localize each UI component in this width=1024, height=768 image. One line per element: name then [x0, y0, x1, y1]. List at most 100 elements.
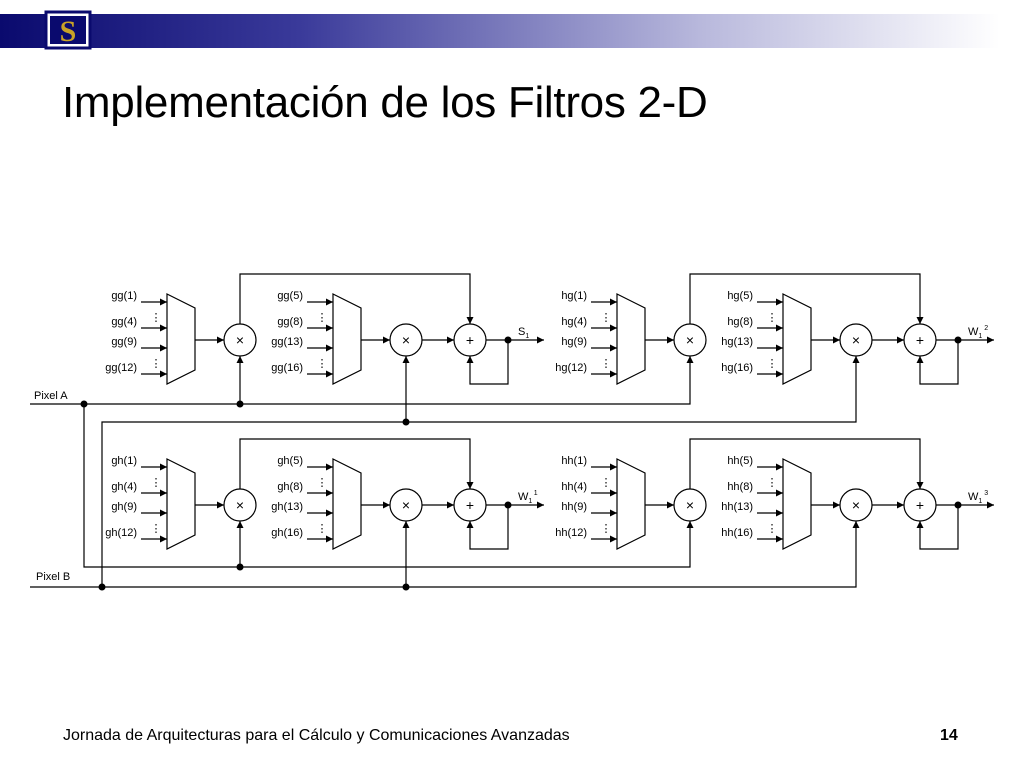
arrow-head [160, 344, 167, 352]
module-3-ellipsis: ⋮ [151, 523, 162, 535]
module-1-mux [166, 293, 196, 385]
module-1-adder-symbol: + [466, 332, 474, 348]
module-4-coef-label: hh(13) [721, 501, 753, 513]
arrow-head [402, 521, 410, 528]
arrow-head [916, 482, 924, 489]
arrow-head [160, 509, 167, 517]
module-1-coef-label: gg(12) [105, 362, 137, 374]
junction-dot [236, 400, 244, 408]
module-3-ellipsis: ⋮ [151, 477, 162, 489]
wire [919, 340, 959, 385]
module-4-ellipsis: ⋮ [601, 477, 612, 489]
arrow-head [160, 324, 167, 332]
module-3-coef-label: gh(13) [271, 501, 303, 513]
pixel-a-label: Pixel A [34, 390, 68, 402]
module-3-coef-label: gh(8) [277, 481, 303, 493]
pixel-b-bottom-bus [102, 521, 857, 588]
wire [469, 505, 509, 550]
module-1-mux [332, 293, 362, 385]
module-3-coef-label: gh(12) [105, 527, 137, 539]
arrow-head [833, 501, 840, 509]
footer-text: Jornada de Arquitecturas para el Cálculo… [63, 727, 570, 744]
module-4-ellipsis: ⋮ [601, 523, 612, 535]
arrow-head [466, 482, 474, 489]
module-2-multiplier-1-symbol: × [686, 332, 694, 348]
module-4-multiplier-1-symbol: × [686, 497, 694, 513]
module-4-coef-label: hh(9) [561, 501, 587, 513]
arrow-head [897, 336, 904, 344]
module-1-coef-label: gg(13) [271, 336, 303, 348]
module-1-ellipsis: ⋮ [151, 312, 162, 324]
module-4-coef-label: hh(12) [555, 527, 587, 539]
module-1-ellipsis: ⋮ [151, 358, 162, 370]
pixel-a-cross-bus [83, 404, 691, 568]
module-2-multiplier-2-symbol: × [852, 332, 860, 348]
arrow-head [610, 535, 617, 543]
module-4-coef-label: hh(16) [721, 527, 753, 539]
arrow-head [776, 298, 783, 306]
arrow-head [326, 463, 333, 471]
arrow-head [466, 356, 474, 363]
diagram-layer: gg(1)gg(4)gg(9)gg(12)⋮⋮gg(5)gg(8)gg(13)g… [30, 273, 994, 591]
module-3-coef-label: gh(1) [111, 455, 137, 467]
module-2-coef-label: hg(16) [721, 362, 753, 374]
arrow-head [776, 463, 783, 471]
arrow-head [686, 521, 694, 528]
module-1-coef-label: gg(16) [271, 362, 303, 374]
arrow-head [447, 501, 454, 509]
module-2-coef-label: hg(9) [561, 336, 587, 348]
module-4-adder-symbol: + [916, 497, 924, 513]
arrow-head [610, 489, 617, 497]
module-4-coef-label: hh(1) [561, 455, 587, 467]
arrow-head [776, 509, 783, 517]
header-bar [0, 14, 1000, 48]
junction-dot [236, 563, 244, 571]
junction-dot [402, 418, 410, 426]
arrow-head [916, 521, 924, 528]
wire [239, 273, 471, 324]
module-3-adder-symbol: + [466, 497, 474, 513]
module-2-adder-symbol: + [916, 332, 924, 348]
arrow-head [383, 336, 390, 344]
arrow-head [987, 501, 994, 509]
arrow-head [326, 509, 333, 517]
wire [919, 505, 959, 550]
module-4-multiplier-2-symbol: × [852, 497, 860, 513]
slide-title: Implementación de los Filtros 2-D [62, 78, 708, 127]
logo-letter: S [60, 15, 77, 48]
arrow-head [667, 336, 674, 344]
arrow-head [326, 489, 333, 497]
pixel-b-label: Pixel B [36, 571, 70, 583]
module-2-ellipsis: ⋮ [767, 312, 778, 324]
module-4-output-label: W13 [968, 490, 988, 505]
module-2-ellipsis: ⋮ [601, 312, 612, 324]
arrow-head [402, 356, 410, 363]
module-4-coef-label: hh(4) [561, 481, 587, 493]
arrow-head [466, 521, 474, 528]
module-3-coef-label: gh(16) [271, 527, 303, 539]
filter-diagram: gg(1)gg(4)gg(9)gg(12)⋮⋮gg(5)gg(8)gg(13)g… [30, 273, 994, 591]
arrow-head [217, 336, 224, 344]
arrow-head [217, 501, 224, 509]
logo: S [44, 10, 92, 50]
arrow-head [326, 535, 333, 543]
page-number: 14 [940, 727, 958, 744]
module-1-ellipsis: ⋮ [317, 312, 328, 324]
module-2-mux [782, 293, 812, 385]
arrow-head [667, 501, 674, 509]
module-3-multiplier-1-symbol: × [236, 497, 244, 513]
arrow-head [776, 370, 783, 378]
arrow-head [852, 356, 860, 363]
wire [469, 340, 509, 385]
module-4-mux [616, 458, 646, 550]
module-3-coef-label: gh(9) [111, 501, 137, 513]
arrow-head [916, 356, 924, 363]
module-2-coef-label: hg(5) [727, 290, 753, 302]
arrow-head [776, 535, 783, 543]
module-1-ellipsis: ⋮ [317, 358, 328, 370]
arrow-head [776, 344, 783, 352]
module-4-coef-label: hh(8) [727, 481, 753, 493]
arrow-head [610, 370, 617, 378]
module-2-coef-label: hg(13) [721, 336, 753, 348]
module-1-multiplier-1-symbol: × [236, 332, 244, 348]
